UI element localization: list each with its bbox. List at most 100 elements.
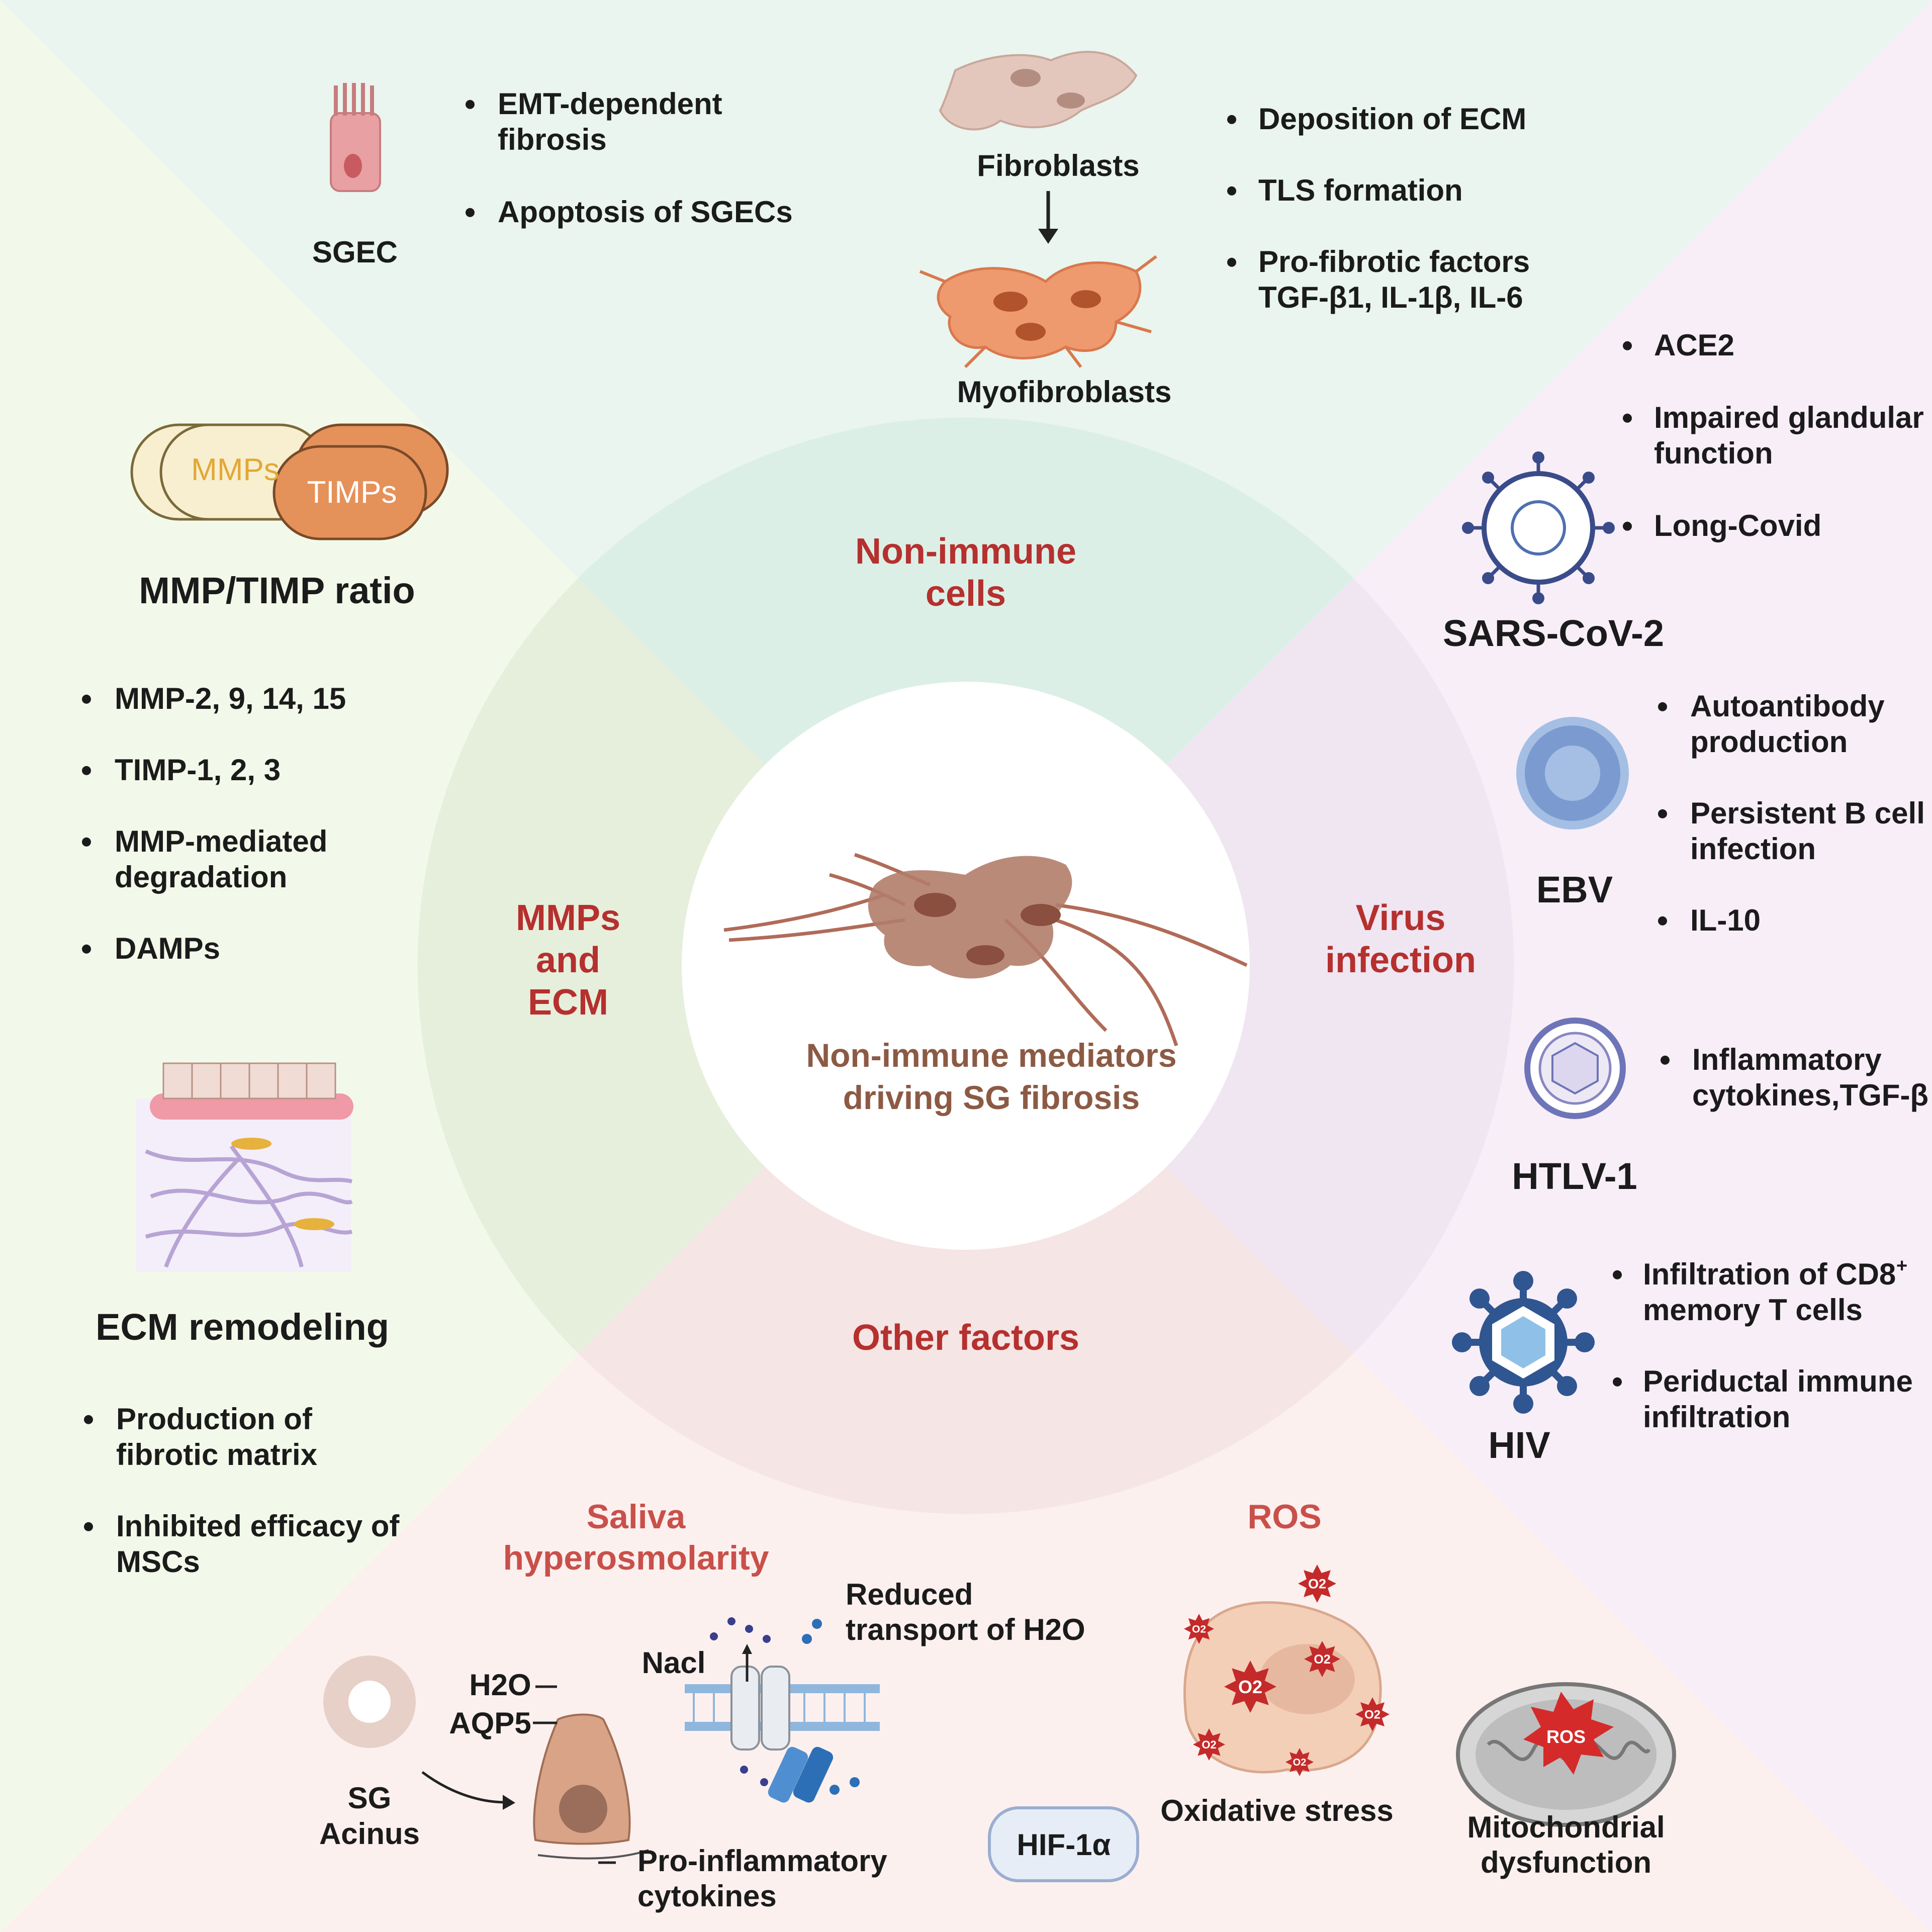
- sgec-cell-icon: [330, 83, 381, 192]
- bullet-text: fibrotic matrix: [116, 1438, 317, 1471]
- pro-inflammatory-label-line1: Pro-inflammatory: [637, 1844, 887, 1878]
- bullet-text: Long-Covid: [1654, 509, 1821, 542]
- bullet-text: MSCs: [116, 1545, 200, 1579]
- pro-inflammatory-label-line2: cytokines: [637, 1879, 777, 1913]
- down-arrow-icon: [1038, 191, 1058, 244]
- mmp-bullet-list: MMP-2, 9, 14, 15 TIMP-1, 2, 3 MMP-mediated…: [82, 682, 346, 965]
- mmp-timp-title: MMP/TIMP ratio: [139, 570, 415, 611]
- myofibroblasts-label: Myofibroblasts: [957, 375, 1172, 409]
- bullet-dot-icon: [1613, 1377, 1622, 1387]
- bullet-text: Infiltration of CD8: [1643, 1257, 1896, 1291]
- fibroblasts-label: Fibroblasts: [977, 149, 1139, 182]
- bullet-text: IL-10: [1690, 903, 1761, 937]
- hif-badge: [988, 1806, 1139, 1882]
- fibroblast-icon: [939, 51, 1138, 131]
- hif-label: HIF-1α: [1017, 1828, 1111, 1862]
- o2-star-icon: [1224, 1661, 1276, 1713]
- bullet-dot-icon: [1227, 186, 1236, 196]
- bullet-text: Deposition of ECM: [1258, 102, 1526, 136]
- myofibroblast-icon: [919, 255, 1157, 369]
- center-title-line1: Non-immune mediators: [806, 1037, 1176, 1074]
- o2-star-icon: [1355, 1697, 1390, 1731]
- bullet-text: MMP-2, 9, 14, 15: [115, 682, 346, 715]
- sg-acinus-label-line1: SG: [348, 1781, 392, 1815]
- ecm-tissue-icon: [136, 1062, 353, 1272]
- section-title-mmps-line3: ECM: [528, 982, 608, 1023]
- bullet-dot-icon: [1623, 341, 1632, 350]
- bullet-text: Periductal immune: [1643, 1364, 1913, 1398]
- reduced-transport-line2: transport of H2O: [846, 1613, 1085, 1646]
- bullet-text: cytokines,TGF-β: [1692, 1078, 1928, 1112]
- bullet-text: Apoptosis of SGECs: [498, 195, 793, 229]
- nacl-label: Nacl: [642, 1646, 706, 1680]
- bullet-text: Autoantibody: [1690, 689, 1885, 723]
- bullet-dot-icon: [82, 766, 91, 775]
- acinus-arrow-icon: [421, 1771, 506, 1804]
- o2-star-label: O2: [1308, 1577, 1326, 1592]
- o2-star-icon: [1304, 1641, 1340, 1677]
- bullet-text: production: [1690, 725, 1848, 759]
- bullet-dot-icon: [1658, 916, 1667, 926]
- section-title-non-immune-line1: Non-immune: [855, 531, 1076, 572]
- o2-star-icon: [1184, 1614, 1214, 1644]
- o2-star-icon: [1298, 1565, 1336, 1603]
- sars-cov-2-icon: [1462, 451, 1615, 604]
- myofibroblast-center-icon: [723, 853, 1248, 1047]
- o2-star-label: O2: [1314, 1652, 1330, 1667]
- bullet-text: Inflammatory: [1692, 1043, 1882, 1076]
- mitochondrion-icon: ROS: [1456, 1682, 1676, 1827]
- sgec-label: SGEC: [312, 235, 398, 269]
- bullet-text: Pro-fibrotic factors: [1258, 245, 1530, 279]
- bullet-text: Inhibited efficacy of: [116, 1509, 400, 1543]
- saliva-title-line1: Saliva: [587, 1498, 686, 1536]
- o2-star-icon: [1193, 1728, 1225, 1761]
- o2-star-label: O2: [1202, 1738, 1216, 1751]
- bullet-dot-icon: [82, 837, 91, 847]
- section-title-mmps-line2: and: [536, 940, 600, 980]
- mito-dysfunction-line1: Mitochondrial: [1467, 1810, 1665, 1844]
- ecm-remodeling-title: ECM remodeling: [96, 1306, 389, 1348]
- bullet-dot-icon: [82, 694, 91, 704]
- o2-star-icon: [1285, 1748, 1314, 1776]
- bullet-text: MMP-mediated: [115, 824, 327, 858]
- bullet-dot-icon: [82, 944, 91, 954]
- o2-star-label: O2: [1293, 1757, 1307, 1768]
- center-title-line2: driving SG fibrosis: [843, 1079, 1140, 1116]
- bullet-dot-icon: [1623, 521, 1632, 531]
- htlv-1-icon: [1524, 1018, 1626, 1119]
- saliva-title-line2: hyperosmolarity: [503, 1539, 769, 1577]
- bullet-text: fibrosis: [498, 123, 607, 156]
- section-title-virus-line2: infection: [1325, 940, 1476, 980]
- mmps-icon-label: MMPs: [191, 452, 280, 487]
- bullet-text: EMT-dependent: [498, 87, 722, 121]
- acinus-arrowhead-icon: [503, 1795, 515, 1810]
- bullet-text: ACE2: [1654, 328, 1734, 362]
- membrane-channel-icon: [685, 1617, 880, 1803]
- section-title-mmps-line1: MMPs: [516, 898, 620, 938]
- bullet-text: Persistent B cell: [1690, 796, 1925, 830]
- o2-star-label: O2: [1238, 1677, 1262, 1697]
- bullet-text: TIMP-1, 2, 3: [115, 753, 281, 787]
- bullet-text: function: [1654, 436, 1773, 470]
- ros-title: ROS: [1247, 1498, 1321, 1536]
- bullet-dot-icon: [466, 100, 475, 109]
- sars-cov-2-label: SARS-CoV-2: [1443, 612, 1664, 654]
- bullet-dot-icon: [84, 1415, 93, 1424]
- hiv-label: HIV: [1488, 1424, 1550, 1466]
- bullet-text: DAMPs: [115, 932, 220, 965]
- mmp-timp-icon: MMPs TIMPs: [130, 423, 449, 540]
- hiv-icon: [1452, 1271, 1595, 1414]
- acinar-cell-icon: [533, 1713, 649, 1860]
- bullet-dot-icon: [1227, 115, 1236, 124]
- aqp5-label: AQP5: [449, 1706, 531, 1740]
- oxidative-stress-label: Oxidative stress: [1160, 1794, 1394, 1827]
- bullet-text: Impaired glandular: [1654, 401, 1924, 434]
- cd8-superscript: +: [1896, 1255, 1907, 1276]
